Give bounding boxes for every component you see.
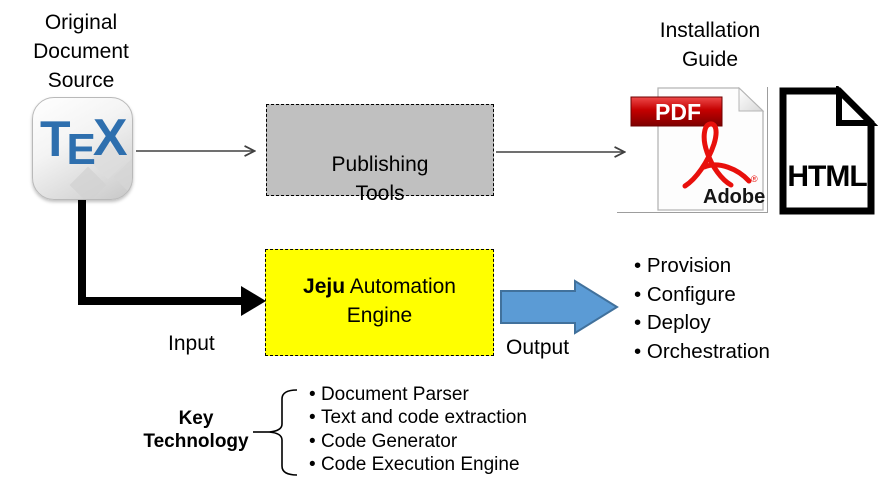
pdf-icon-art: PDF ® Adobe: [630, 86, 765, 211]
list-item: Code Execution Engine: [309, 453, 527, 476]
publishing-tools-box: Publishing Tools: [266, 104, 494, 205]
list-item: Provision: [634, 252, 770, 281]
installation-guide-label: Installation Guide: [659, 19, 761, 71]
pdf-page-fold: [738, 86, 765, 112]
pdf-banner-text: PDF: [655, 99, 701, 125]
html-icon: HTML: [776, 83, 879, 216]
engine-label-bold: Jeju: [303, 275, 346, 298]
list-item: Configure: [634, 281, 770, 310]
list-item: Text and code extraction: [309, 406, 527, 429]
list-item: Orchestration: [634, 338, 770, 367]
tex-letter-t: T: [40, 111, 71, 167]
tex-letter-x: X: [92, 109, 128, 167]
tex-icon-letters: T E X: [40, 109, 128, 174]
tex-letter-e: E: [66, 125, 96, 174]
key-technology-brace: [268, 389, 298, 476]
jeju-automation-engine-box: Jeju Automation Engine: [265, 249, 494, 356]
input-label: Input: [168, 332, 215, 355]
key-technology-label: Key Technology: [143, 408, 249, 452]
arrow-tex-to-engine-head: [241, 286, 266, 316]
pdf-banner: [630, 96, 723, 127]
key-technology-list: Document ParserText and code extractionC…: [309, 383, 527, 476]
acrobat-logo: [682, 121, 752, 189]
engine-label-rest: Automation Engine: [345, 275, 456, 327]
list-item: Code Generator: [309, 430, 527, 453]
output-arrow: [500, 279, 619, 335]
html-page-fold: [836, 83, 879, 126]
adobe-brand-text: Adobe: [703, 186, 765, 208]
registered-mark: ®: [751, 174, 758, 184]
source-label: Original Document Source: [33, 11, 129, 92]
pdf-icon: PDF ® Adobe: [617, 86, 768, 213]
tex-icon: T E X: [32, 97, 133, 200]
html-icon-art: HTML: [779, 83, 879, 215]
arrow-tex-to-engine: [78, 198, 241, 305]
list-item: Deploy: [634, 309, 770, 338]
publishing-tools-label: Publishing Tools: [331, 153, 429, 205]
html-icon-text: HTML: [787, 160, 867, 193]
output-list: ProvisionConfigureDeployOrchestration: [634, 252, 770, 367]
output-label: Output: [506, 336, 570, 359]
list-item: Document Parser: [309, 383, 527, 406]
